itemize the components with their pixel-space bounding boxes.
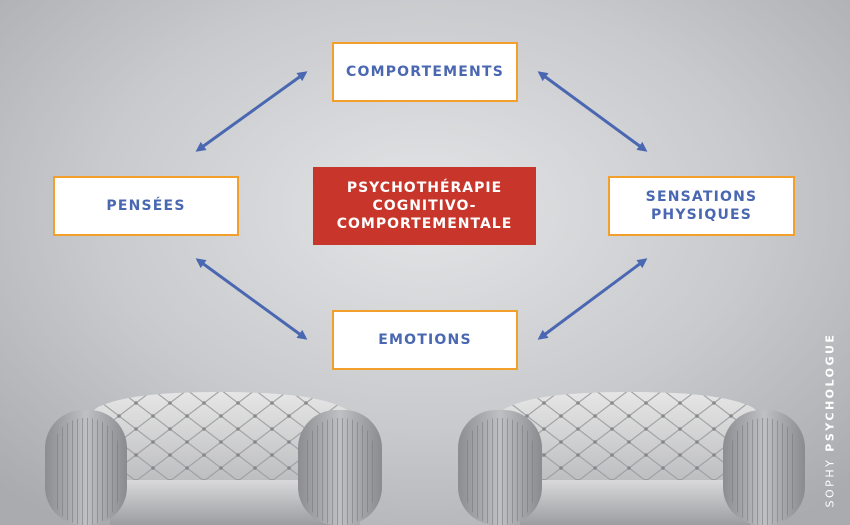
arrow-pensees-emotions <box>195 258 308 340</box>
arrow-pensees-comportements <box>195 71 308 152</box>
node-comportements-label: COMPORTEMENTS <box>346 64 504 80</box>
node-sensations-label: SENSATIONS PHYSIQUES <box>645 189 758 223</box>
left-armchair <box>45 392 382 525</box>
watermark-part2: PSYCHOLOGUE <box>823 332 837 452</box>
arrow-comportements-sensations <box>537 71 648 152</box>
node-pensees-label: PENSÉES <box>106 198 186 214</box>
cycle-arrows <box>195 71 648 340</box>
center-psychotherapie: PSYCHOTHÉRAPIE COGNITIVO- COMPORTEMENTAL… <box>313 167 536 245</box>
node-sensations-physiques: SENSATIONS PHYSIQUES <box>608 176 795 236</box>
watermark-part1: SOPHY <box>823 451 837 508</box>
node-emotions: EMOTIONS <box>332 310 518 370</box>
watermark: SOPHY PSYCHOLOGUE <box>824 333 837 508</box>
node-emotions-label: EMOTIONS <box>378 332 472 348</box>
right-armchair <box>458 392 805 525</box>
node-pensees: PENSÉES <box>53 176 239 236</box>
center-label: PSYCHOTHÉRAPIE COGNITIVO- COMPORTEMENTAL… <box>336 180 513 232</box>
node-comportements: COMPORTEMENTS <box>332 42 518 102</box>
arrow-emotions-sensations <box>537 258 648 340</box>
